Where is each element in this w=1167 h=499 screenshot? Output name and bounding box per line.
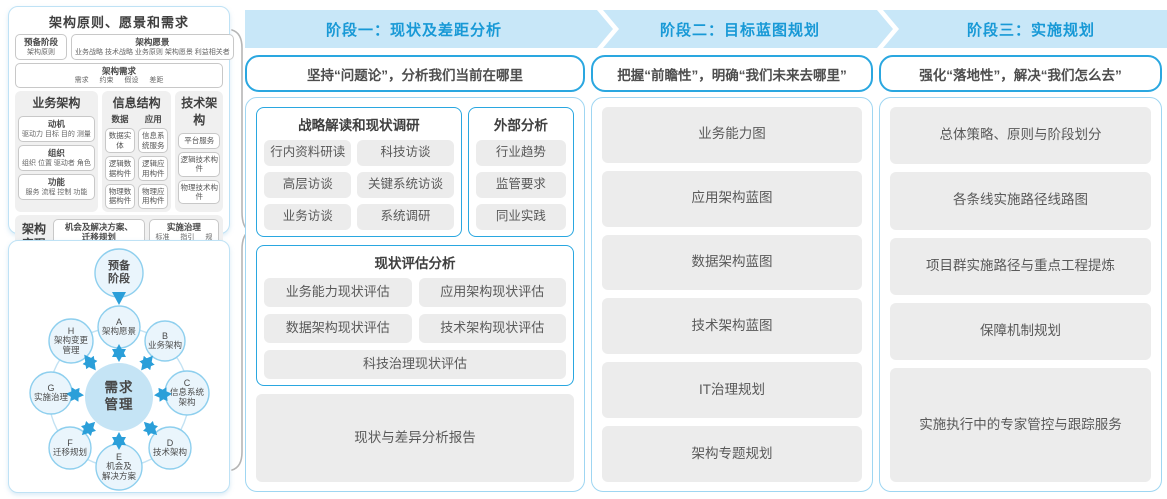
deliverable-item: 各条线实施路径线路图 bbox=[890, 172, 1151, 230]
node-d-circle bbox=[148, 426, 192, 470]
node-e-circle bbox=[95, 443, 143, 491]
adm-diagram bbox=[29, 248, 210, 491]
prep-sub: 架构原则 bbox=[27, 48, 55, 56]
deliverable-item: 业务能力图 bbox=[602, 107, 862, 163]
info-structure-title: 信息结构 bbox=[112, 96, 161, 111]
external-analysis-box: 外部分析 行业趋势 监管要求 同业实践 bbox=[467, 107, 574, 237]
organization-box: 组织 组织 位置 驱动者 角色 bbox=[18, 145, 95, 171]
information-structure-group: 信息结构 数据 数据实体 逻辑数据构件 物理数据构件 应用 信息系统服务 逻辑应… bbox=[101, 91, 172, 212]
motivation-box: 动机 驱动力 目标 目的 测量 bbox=[18, 116, 95, 143]
arrow-b bbox=[139, 355, 155, 371]
arrow-h bbox=[82, 354, 98, 371]
phase1-header-text: 阶段一：现状及差距分析 bbox=[325, 21, 502, 39]
arrow-f bbox=[80, 420, 97, 437]
phase2-header-band: 阶段二：目标蓝图规划 bbox=[603, 10, 893, 48]
arch-panel-title: 架构原则、愿景和需求 bbox=[48, 15, 189, 30]
deliverable-item: 应用架构蓝图 bbox=[602, 170, 862, 227]
data-item: 物理数据构件 bbox=[104, 183, 136, 209]
req-sub: 需求 约束 假设 差距 bbox=[74, 77, 164, 85]
phase1-header-band: 阶段一：现状及差距分析 bbox=[245, 10, 613, 48]
phase1-content-panel: 战略解读和现状调研 行内资料研读 科技访谈 高层访谈 关键系统访谈 业务访谈 系… bbox=[245, 97, 585, 492]
assessment-item: 技术架构现状评估 bbox=[418, 314, 566, 343]
center-circle bbox=[85, 363, 153, 431]
deliverable-item: 架构专题规划 bbox=[602, 426, 862, 482]
arrow-c bbox=[154, 387, 172, 402]
external-analysis-title: 外部分析 bbox=[493, 118, 548, 133]
deliverable-item: 数据架构蓝图 bbox=[602, 234, 862, 291]
assessment-item: 数据架构现状评估 bbox=[264, 314, 412, 343]
app-item: 逻辑应用构件 bbox=[138, 156, 169, 181]
external-item: 行业趋势 bbox=[475, 140, 566, 166]
business-architecture-group: 业务架构 动机 驱动力 目标 目的 测量 组织 组织 位置 驱动者 角色 功能 … bbox=[15, 91, 98, 212]
node-c-circle bbox=[164, 370, 210, 416]
assessment-item: 应用架构现状评估 bbox=[418, 278, 566, 307]
phase1-subtitle: 坚持“问题论”，分析我们当前在哪里 bbox=[245, 55, 585, 92]
preliminary-phase-box: 预备阶段 架构原则 bbox=[15, 34, 67, 60]
node-a-circle bbox=[97, 305, 141, 349]
function-box: 功能 服务 流程 控制 功能 bbox=[18, 173, 95, 200]
node-g-circle bbox=[29, 371, 73, 415]
prep-circle bbox=[94, 248, 144, 298]
phase3-content-panel: 总体策略、原则与阶段划分 各条线实施路径线路图 项目群实施路径与重点工程提炼 保… bbox=[879, 97, 1162, 492]
strategy-research-box: 战略解读和现状调研 行内资料研读 科技访谈 高层访谈 关键系统访谈 业务访谈 系… bbox=[256, 107, 462, 237]
business-arch-title: 业务架构 bbox=[32, 96, 81, 111]
req-title: 架构需求 bbox=[101, 65, 136, 76]
phase2-subtitle: 把握“前瞻性”，明确“我们未来去哪里” bbox=[591, 55, 873, 92]
phase3-header-text: 阶段三：实施规划 bbox=[966, 21, 1095, 39]
gap-analysis-report-box: 现状与差异分析报告 bbox=[256, 394, 574, 482]
deliverable-item: 总体策略、原则与阶段划分 bbox=[890, 107, 1151, 165]
prep-title: 预备阶段 bbox=[23, 37, 58, 47]
tech-item: 平台服务 bbox=[178, 133, 220, 149]
assessment-item: 科技治理现状评估 bbox=[264, 350, 566, 379]
data-item: 逻辑数据构件 bbox=[104, 156, 136, 181]
architecture-principles-panel: 架构原则、愿景和需求 预备阶段 架构原则 架构愿景 业务战略 技术战略 业务原则… bbox=[8, 6, 234, 260]
vision-sub: 业务战略 技术战略 业务原则 架构愿景 利益相关者 bbox=[75, 48, 230, 56]
research-item: 科技访谈 bbox=[357, 140, 454, 166]
app-item: 信息系统服务 bbox=[138, 128, 169, 154]
node-f-circle bbox=[48, 426, 92, 470]
arrow-d bbox=[142, 420, 159, 437]
assessment-title: 现状评估分析 bbox=[374, 256, 456, 271]
architecture-vision-box: 架构愿景 业务战略 技术战略 业务原则 架构愿景 利益相关者 bbox=[71, 34, 234, 60]
research-item: 系统调研 bbox=[357, 204, 454, 230]
phase2-column: 把握“前瞻性”，明确“我们未来去哪里” 业务能力图 应用架构蓝图 数据架构蓝图 … bbox=[591, 55, 873, 492]
tech-item: 物理技术构件 bbox=[178, 179, 220, 205]
node-b-circle bbox=[144, 320, 186, 362]
data-item: 数据实体 bbox=[104, 128, 136, 154]
vision-title: 架构愿景 bbox=[135, 37, 170, 47]
application-column: 应用 信息系统服务 逻辑应用构件 物理应用构件 bbox=[138, 113, 169, 209]
architecture-requirements-box: 架构需求 需求 约束 假设 差距 bbox=[15, 62, 223, 89]
research-item: 关键系统访谈 bbox=[357, 172, 454, 198]
data-column: 数据 数据实体 逻辑数据构件 物理数据构件 bbox=[104, 113, 136, 209]
deliverable-item: 项目群实施路径与重点工程提炼 bbox=[890, 237, 1151, 295]
deliverable-item: IT治理规划 bbox=[602, 362, 862, 419]
phase1-column: 坚持“问题论”，分析我们当前在哪里 战略解读和现状调研 行内资料研读 科技访谈 … bbox=[245, 55, 585, 492]
phase2-content-panel: 业务能力图 应用架构蓝图 数据架构蓝图 技术架构蓝图 IT治理规划 架构专题规划 bbox=[591, 97, 873, 492]
technology-architecture-group: 技术架构 平台服务 逻辑技术构件 物理技术构件 bbox=[175, 91, 223, 212]
strategy-research-title: 战略解读和现状调研 bbox=[298, 118, 420, 133]
app-item: 物理应用构件 bbox=[138, 183, 169, 209]
node-h-circle bbox=[48, 318, 94, 364]
research-item: 业务访谈 bbox=[264, 204, 352, 230]
phase3-header-band: 阶段三：实施规划 bbox=[883, 10, 1167, 48]
research-item: 高层访谈 bbox=[264, 172, 352, 198]
phase2-header-text: 阶段二：目标蓝图规划 bbox=[659, 21, 820, 39]
external-item: 监管要求 bbox=[475, 172, 566, 198]
external-item: 同业实践 bbox=[475, 204, 566, 230]
arrow-g bbox=[66, 387, 84, 402]
phase3-subtitle: 强化“落地性”，解决“我们怎么去” bbox=[879, 55, 1162, 92]
tech-arch-title: 技术架构 bbox=[181, 96, 218, 128]
assessment-item: 业务能力现状评估 bbox=[264, 278, 412, 307]
research-item: 行内资料研读 bbox=[264, 140, 352, 166]
deliverable-item: 技术架构蓝图 bbox=[602, 298, 862, 355]
deliverable-item: 保障机制规划 bbox=[890, 302, 1151, 361]
phase3-column: 强化“落地性”，解决“我们怎么去” 总体策略、原则与阶段划分 各条线实施路径线路… bbox=[879, 55, 1162, 492]
tech-item: 逻辑技术构件 bbox=[178, 151, 220, 177]
deliverable-item: 实施执行中的专家管控与跟踪服务 bbox=[890, 368, 1151, 482]
assessment-analysis-box: 现状评估分析 业务能力现状评估 应用架构现状评估 数据架构现状评估 技术架构现状… bbox=[256, 245, 574, 386]
